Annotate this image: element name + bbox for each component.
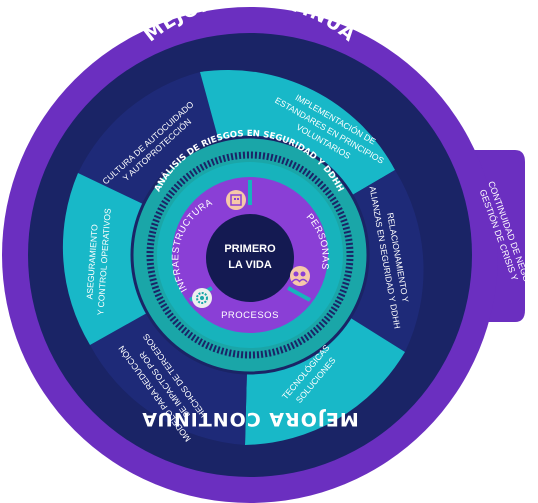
gear-icon xyxy=(192,288,212,308)
building-icon xyxy=(226,190,246,210)
bottom-ring-label: MEJORA CONTINUA xyxy=(141,408,359,430)
center-label-2: LA VIDA xyxy=(228,259,272,271)
center-disc xyxy=(206,214,294,302)
center-label-1: PRIMERO xyxy=(224,243,276,255)
analysis-ring-band xyxy=(146,151,354,359)
people-icon xyxy=(290,266,310,286)
pillar-procesos-label: PROCESOS xyxy=(221,310,279,321)
